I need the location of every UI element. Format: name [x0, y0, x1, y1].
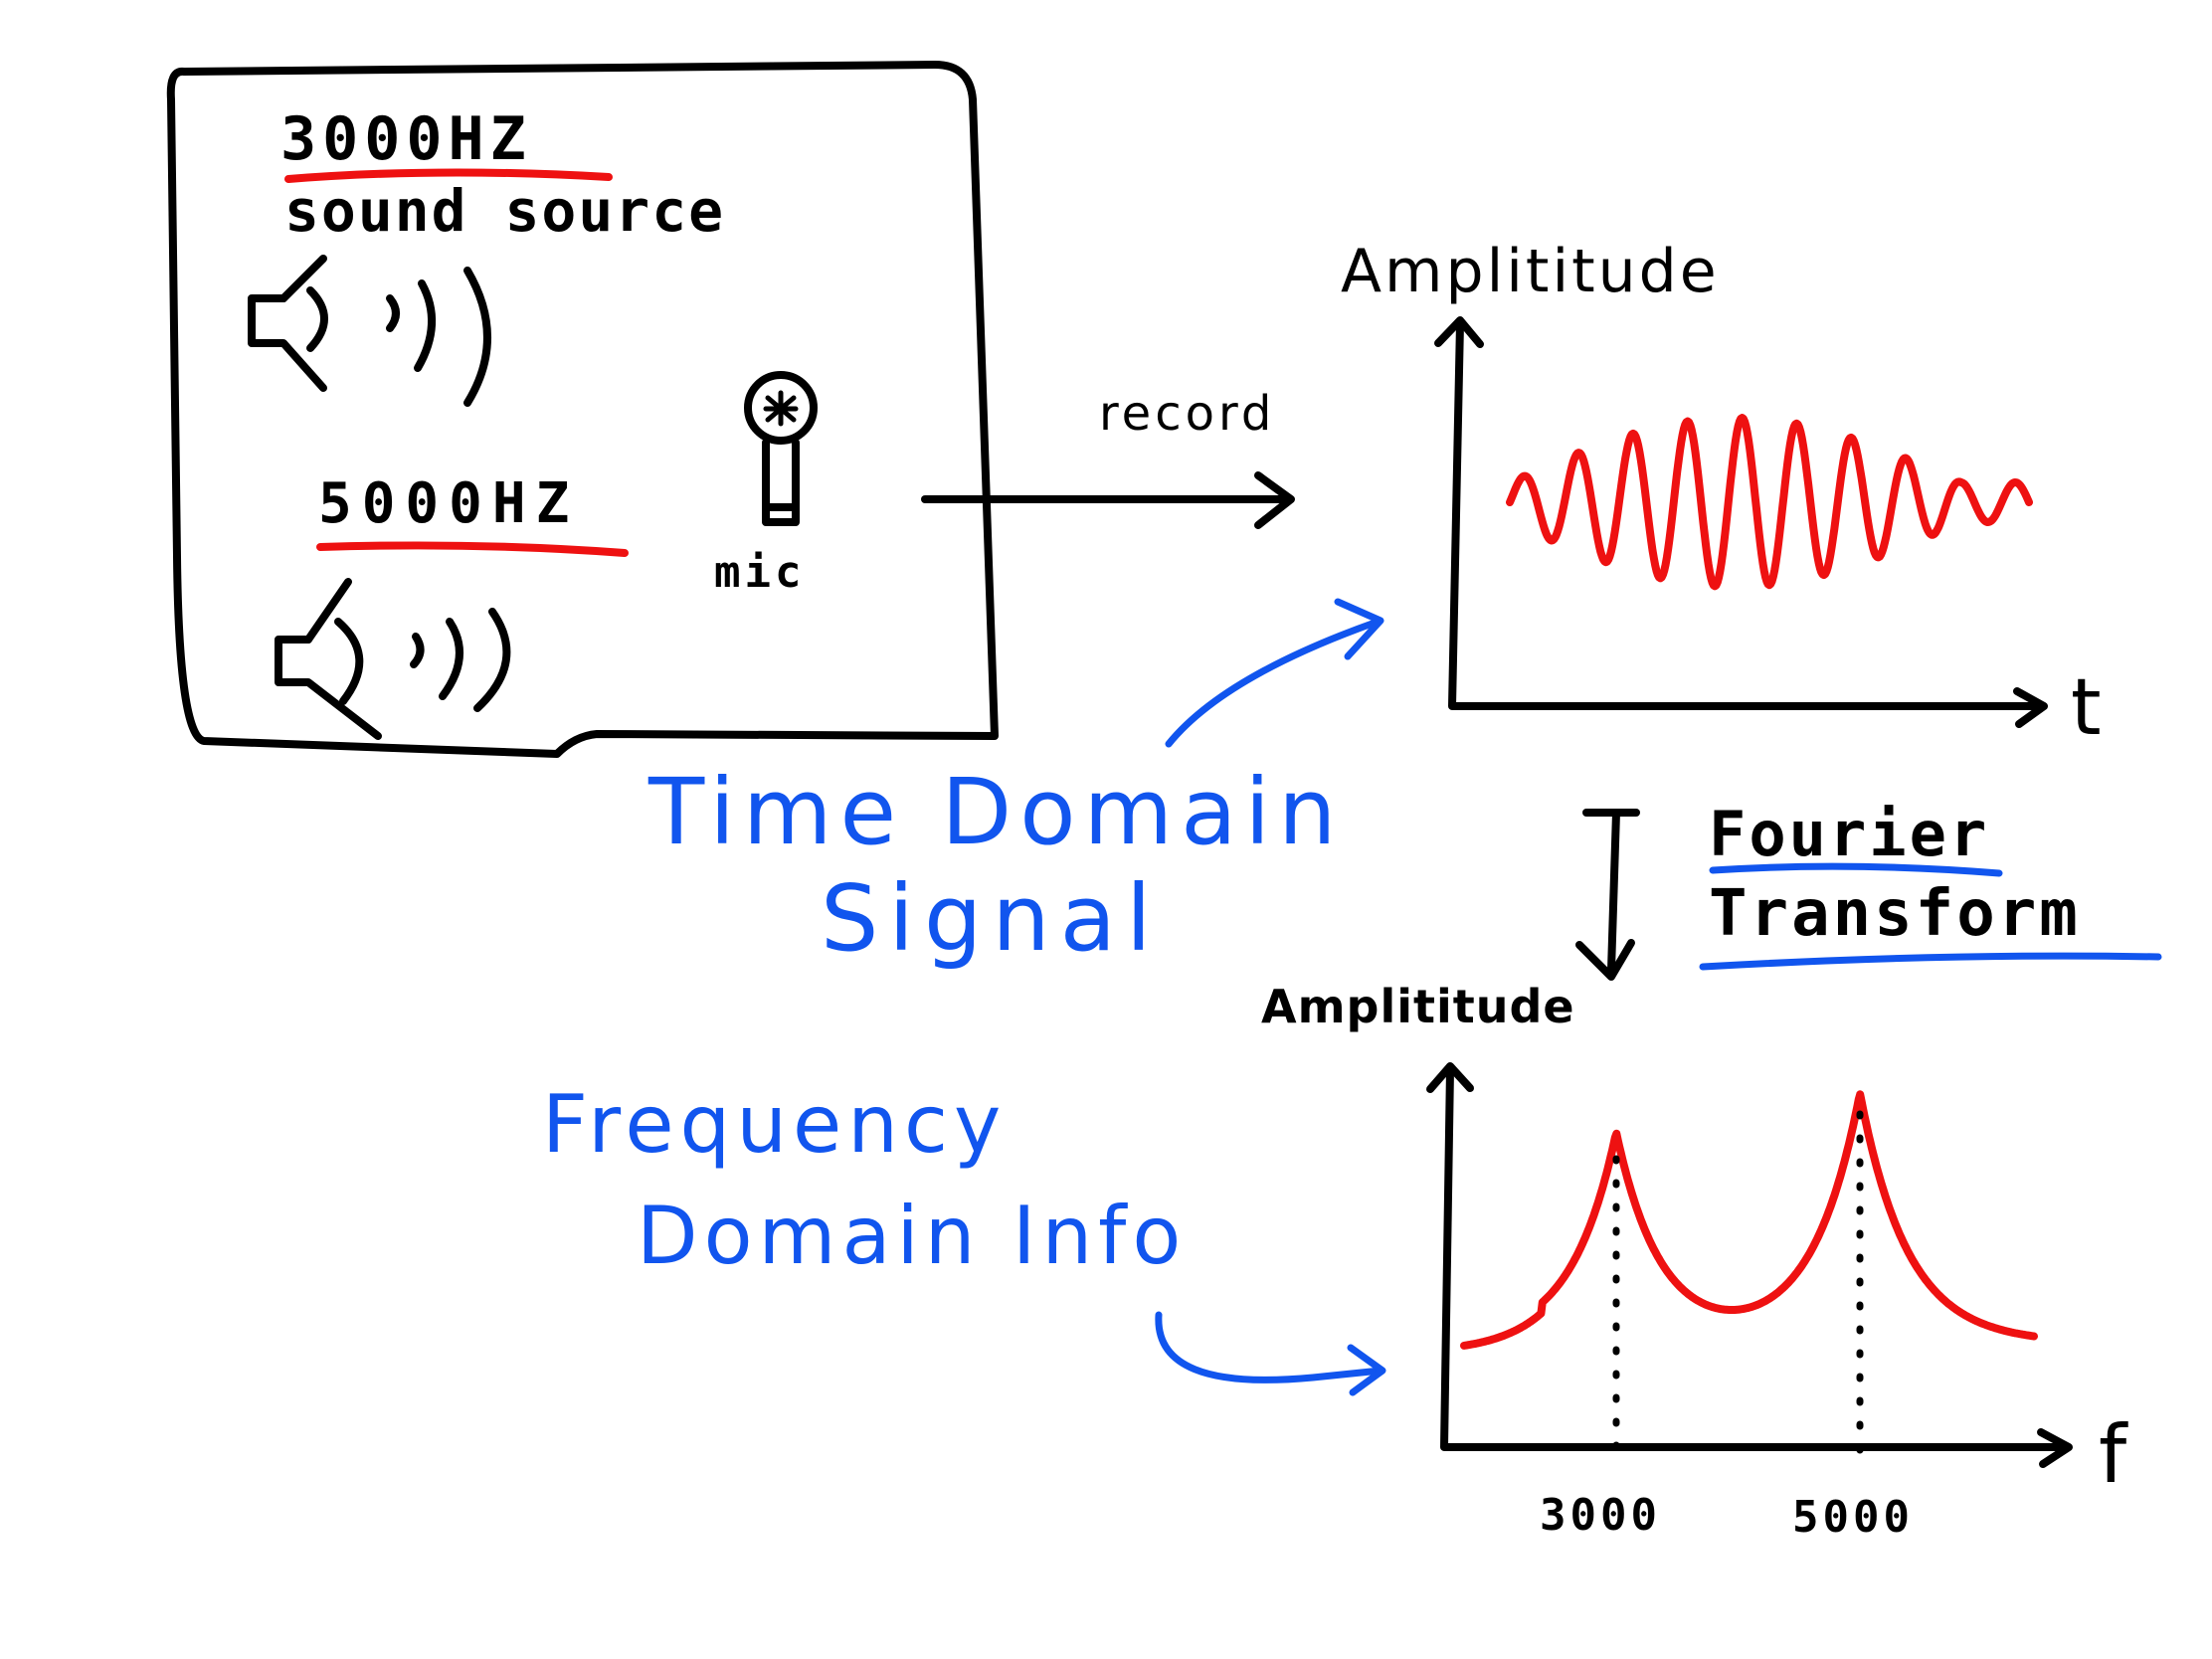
freq-plot-axes [1444, 1069, 2067, 1447]
freq-plot-xlabel: f [2099, 1408, 2128, 1501]
speaker-icon [278, 582, 506, 736]
mic-label: mic [714, 547, 805, 598]
freq2-label: 5000HZ [318, 471, 579, 536]
time-domain-waveform [1510, 418, 2029, 586]
fourier-transform-arrow [1579, 813, 1636, 977]
frequency-domain-pointer-arrow [1159, 1315, 1382, 1392]
freq-plot-ylabel: Amplititude [1261, 980, 1575, 1033]
record-arrow [925, 475, 1291, 525]
freq-tick-3000: 3000 [1540, 1490, 1661, 1541]
time-plot-ylabel: Amplititude [1341, 237, 1720, 306]
transform-underline2 [1703, 956, 2158, 967]
freq2-underline [320, 545, 625, 553]
frequency-spectrum-curve [1464, 1094, 2034, 1346]
source-label: sound source [284, 177, 725, 245]
sound-source-box: 3000HZ sound source 5000HZ [171, 65, 995, 754]
transform-line1: Fourier [1709, 798, 1989, 870]
time-domain-label-line1: Time Domain [647, 759, 1344, 865]
transform-underline1 [1713, 866, 1999, 873]
microphone-icon [748, 375, 814, 522]
time-domain-label-line2: Signal [821, 865, 1162, 972]
time-domain-plot: Amplititude t [1341, 237, 2102, 753]
frequency-domain-label-line2: Domain Info [637, 1190, 1187, 1282]
record-label: record [1099, 386, 1275, 442]
frequency-domain-plot: Amplititude f 3000 5000 [1261, 980, 2128, 1543]
transform-line2: Transform [1709, 877, 2081, 951]
freq1-label: 3000HZ [280, 104, 532, 174]
speaker-icon [252, 259, 487, 403]
frequency-domain-label-line1: Frequency [542, 1078, 1007, 1171]
freq-tick-5000: 5000 [1792, 1492, 1914, 1543]
time-domain-pointer-arrow [1169, 602, 1381, 744]
time-plot-xlabel: t [2071, 663, 2102, 753]
